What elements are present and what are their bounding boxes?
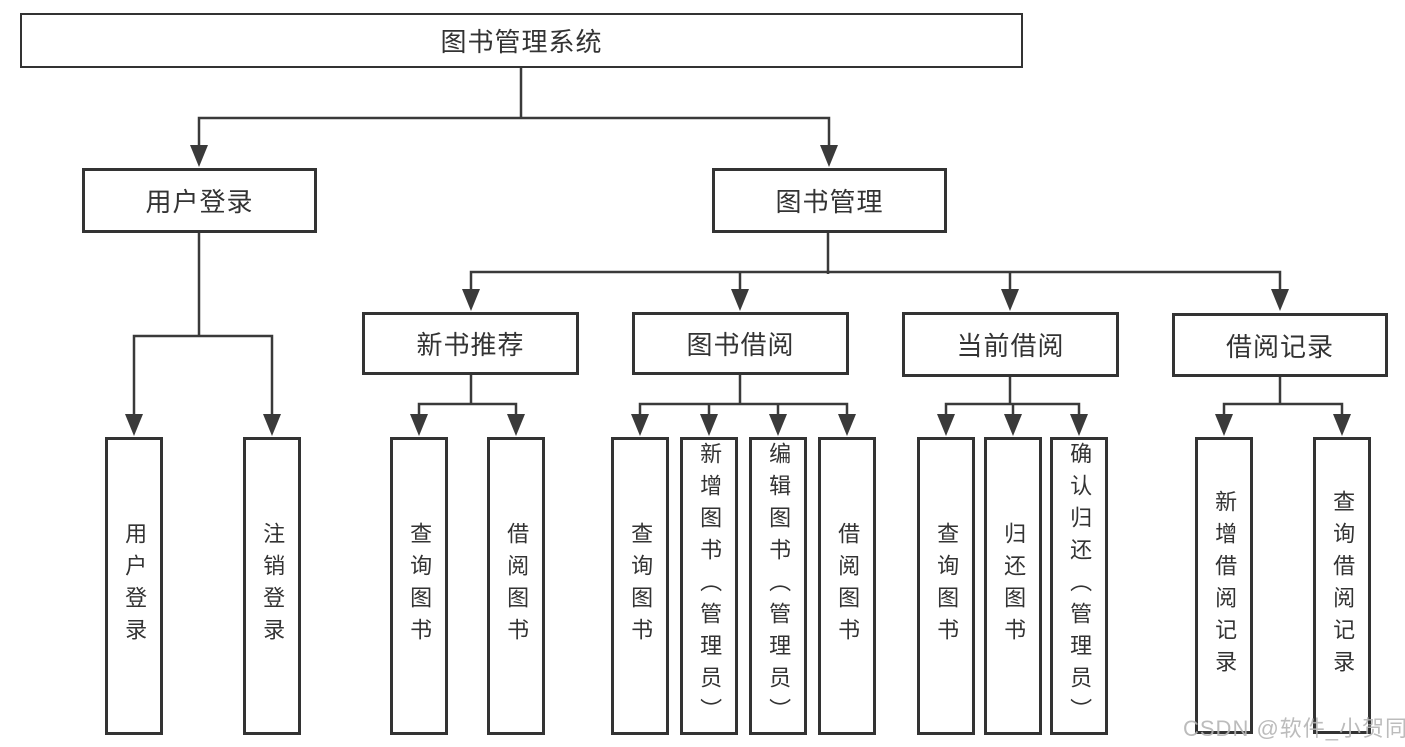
leaf-add-borrow-record: 新增借阅记录	[1195, 437, 1253, 734]
leaf-query-book-1: 查询图书	[390, 437, 448, 735]
arrowhead-icon	[937, 414, 955, 436]
arrowhead-icon	[631, 414, 649, 436]
arrowhead-icon	[1004, 414, 1022, 436]
node-book-borrow: 图书借阅	[632, 312, 849, 375]
leaf-user-login: 用户登录	[105, 437, 163, 735]
arrowhead-icon	[1001, 289, 1019, 311]
arrowhead-icon	[700, 414, 718, 436]
leaf-confirm-return-admin: 确认归还（管理员）	[1050, 437, 1108, 735]
node-book-mgmt: 图书管理	[712, 168, 947, 233]
leaf-add-book-admin: 新增图书（管理员）	[680, 437, 738, 735]
node-new-book-rec: 新书推荐	[362, 312, 579, 375]
leaf-borrow-book-1: 借阅图书	[487, 437, 545, 735]
arrowhead-icon	[1215, 414, 1233, 436]
arrowhead-icon	[820, 145, 838, 167]
leaf-query-borrow-record: 查询借阅记录	[1313, 437, 1371, 734]
arrowhead-icon	[462, 289, 480, 311]
leaf-edit-book-admin: 编辑图书（管理员）	[749, 437, 807, 735]
arrowhead-icon	[190, 145, 208, 167]
arrowhead-icon	[1271, 289, 1289, 311]
root-node: 图书管理系统	[20, 13, 1023, 68]
arrowhead-icon	[125, 414, 143, 436]
leaf-query-book-3: 查询图书	[917, 437, 975, 735]
leaf-return-book: 归还图书	[984, 437, 1042, 735]
leaf-borrow-book-2: 借阅图书	[818, 437, 876, 735]
leaf-logout: 注销登录	[243, 437, 301, 735]
node-current-borrow: 当前借阅	[902, 312, 1119, 377]
connector-path	[132, 68, 1344, 418]
arrowhead-icon	[410, 414, 428, 436]
arrowhead-icon	[1333, 414, 1351, 436]
node-user-login: 用户登录	[82, 168, 317, 233]
watermark-text: CSDN @软件_小贺同学	[1183, 716, 1405, 741]
arrowhead-icon	[769, 414, 787, 436]
arrowhead-icon	[507, 414, 525, 436]
arrowhead-icon	[1070, 414, 1088, 436]
arrowhead-icon	[263, 414, 281, 436]
leaf-query-book-2: 查询图书	[611, 437, 669, 735]
node-borrow-records: 借阅记录	[1172, 313, 1388, 377]
arrowhead-icon	[731, 289, 749, 311]
arrowhead-icon	[838, 414, 856, 436]
